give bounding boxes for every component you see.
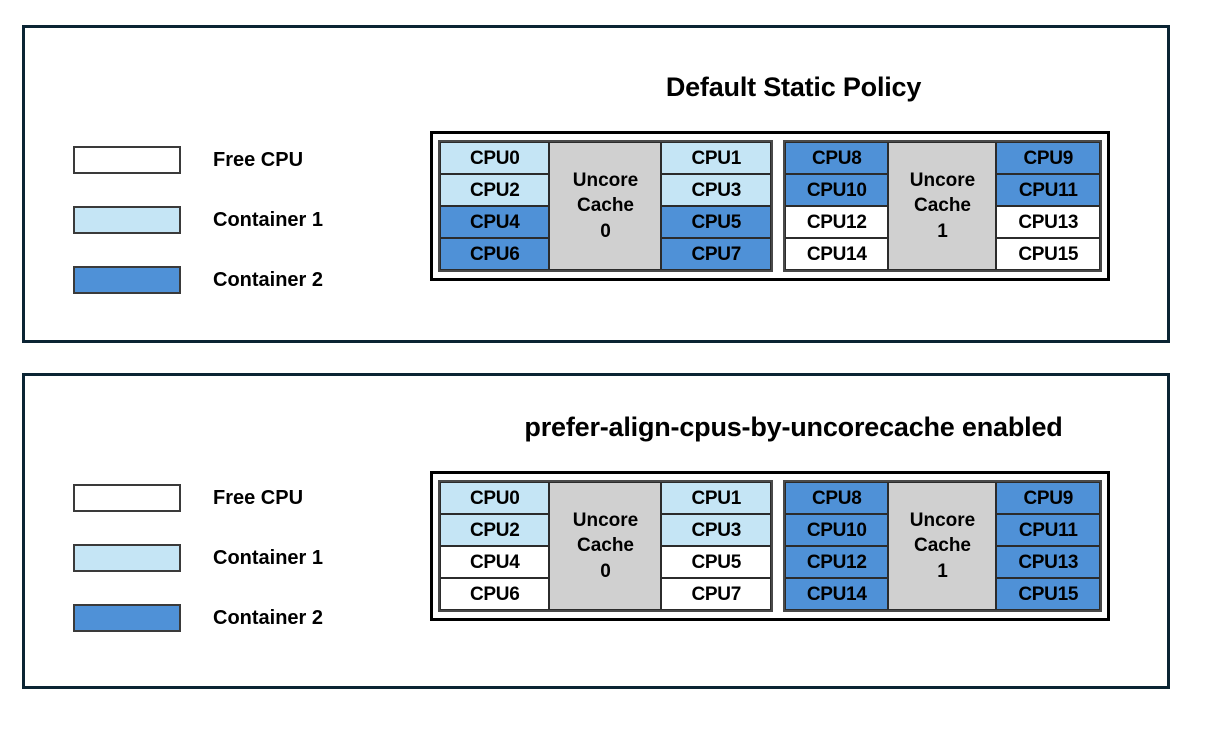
- cpu-column-right: CPU9 CPU11 CPU13 CPU15: [996, 482, 1100, 610]
- cpu-column-right: CPU9 CPU11 CPU13 CPU15: [996, 142, 1100, 270]
- legend-item-container-2: Container 2: [73, 588, 323, 648]
- uncore-cache-label-line2: Cache: [913, 195, 971, 217]
- cpu-cell: CPU7: [661, 578, 771, 610]
- cpu-cell: CPU3: [661, 514, 771, 546]
- legend-label-container-2: Container 2: [213, 606, 324, 629]
- cpu-cell: CPU8: [784, 142, 889, 174]
- legend-item-free-cpu: Free CPU: [73, 468, 323, 528]
- cpu-cell: CPU1: [661, 482, 771, 514]
- uncore-cache-index: 0: [600, 560, 611, 582]
- legend-label-free-cpu: Free CPU: [213, 486, 304, 509]
- cpu-cell: CPU6: [440, 578, 550, 610]
- legend-label-container-1: Container 1: [213, 208, 324, 231]
- legend-swatch-container-1: [73, 206, 181, 234]
- uncore-cache-label-line1: Uncore: [909, 510, 976, 532]
- cpu-column-left: CPU0 CPU2 CPU4 CPU6: [440, 142, 550, 270]
- legend-swatch-container-2: [73, 266, 181, 294]
- uncore-cache-label-line1: Uncore: [572, 170, 639, 192]
- cpu-cell: CPU2: [440, 514, 550, 546]
- cpu-column-left: CPU0 CPU2 CPU4 CPU6: [440, 482, 550, 610]
- cpu-cell: CPU8: [784, 482, 889, 514]
- legend-label-container-1: Container 1: [213, 546, 324, 569]
- cpu-cell: CPU15: [996, 238, 1100, 270]
- legend-item-container-2: Container 2: [73, 250, 323, 310]
- legend-label-free-cpu: Free CPU: [213, 148, 304, 171]
- legend-bottom: Free CPU Container 1 Container 2: [73, 468, 323, 648]
- panel-default-static-policy: Default Static Policy Free CPU Container…: [22, 25, 1170, 343]
- legend-label-container-2: Container 2: [213, 268, 324, 291]
- legend-item-container-1: Container 1: [73, 528, 323, 588]
- legend-swatch-free-cpu: [73, 146, 181, 174]
- legend-swatch-free-cpu: [73, 484, 181, 512]
- cpu-cell: CPU14: [784, 578, 889, 610]
- cpu-cell: CPU12: [784, 546, 889, 578]
- uncore-cluster-1: CPU8 CPU10 CPU12 CPU14 Uncore Cache 1 CP…: [782, 480, 1102, 612]
- cpu-cell: CPU11: [996, 514, 1100, 546]
- cpu-cell: CPU0: [440, 482, 550, 514]
- cpu-cell: CPU10: [784, 514, 889, 546]
- cluster-divider: [773, 140, 783, 272]
- legend-item-container-1: Container 1: [73, 190, 323, 250]
- cpu-cell: CPU10: [784, 174, 889, 206]
- page-title: prefer-align-cpus-by-uncorecache enabled: [524, 412, 1063, 442]
- cpu-cell: CPU3: [661, 174, 771, 206]
- uncore-cache-block-0: Uncore Cache 0: [549, 482, 662, 610]
- legend-swatch-container-2: [73, 604, 181, 632]
- cpu-cell: CPU6: [440, 238, 550, 270]
- panel-prefer-align-cpus-by-uncorecache: prefer-align-cpus-by-uncorecache enabled…: [22, 373, 1170, 689]
- legend-top: Free CPU Container 1 Container 2: [73, 130, 323, 310]
- cpu-column-right: CPU1 CPU3 CPU5 CPU7: [661, 142, 771, 270]
- cpu-column-left: CPU8 CPU10 CPU12 CPU14: [784, 482, 889, 610]
- cpu-cell: CPU12: [784, 206, 889, 238]
- uncore-cache-block-0: Uncore Cache 0: [549, 142, 662, 270]
- uncore-cache-index: 1: [937, 220, 948, 242]
- uncore-cache-block-1: Uncore Cache 1: [888, 142, 997, 270]
- cpu-cell: CPU4: [440, 546, 550, 578]
- cpu-cell: CPU13: [996, 206, 1100, 238]
- cpu-topology-diagram-bottom: CPU0 CPU2 CPU4 CPU6 Uncore Cache 0 CPU1 …: [430, 471, 1110, 621]
- cpu-cell: CPU5: [661, 206, 771, 238]
- legend-swatch-container-1: [73, 544, 181, 572]
- cpu-cell: CPU4: [440, 206, 550, 238]
- cpu-cell: CPU5: [661, 546, 771, 578]
- uncore-cache-index: 0: [600, 220, 611, 242]
- cpu-cell: CPU14: [784, 238, 889, 270]
- uncore-cache-label-line2: Cache: [913, 535, 971, 557]
- cpu-cell: CPU13: [996, 546, 1100, 578]
- cpu-column-left: CPU8 CPU10 CPU12 CPU14: [784, 142, 889, 270]
- cpu-cell: CPU11: [996, 174, 1100, 206]
- uncore-cluster-0: CPU0 CPU2 CPU4 CPU6 Uncore Cache 0 CPU1 …: [438, 140, 773, 272]
- cpu-cell: CPU0: [440, 142, 550, 174]
- cpu-cell: CPU7: [661, 238, 771, 270]
- uncore-cluster-0: CPU0 CPU2 CPU4 CPU6 Uncore Cache 0 CPU1 …: [438, 480, 773, 612]
- page-title: Default Static Policy: [665, 72, 922, 102]
- legend-item-free-cpu: Free CPU: [73, 130, 323, 190]
- uncore-cache-label-line1: Uncore: [909, 170, 976, 192]
- cpu-cell: CPU2: [440, 174, 550, 206]
- uncore-cache-block-1: Uncore Cache 1: [888, 482, 997, 610]
- cpu-column-right: CPU1 CPU3 CPU5 CPU7: [661, 482, 771, 610]
- cpu-cell: CPU15: [996, 578, 1100, 610]
- uncore-cache-label-line2: Cache: [576, 535, 634, 557]
- cpu-topology-diagram-top: CPU0 CPU2 CPU4 CPU6 Uncore Cache 0 CPU1 …: [430, 131, 1110, 281]
- cpu-cell: CPU9: [996, 482, 1100, 514]
- uncore-cache-index: 1: [937, 560, 948, 582]
- uncore-cluster-1: CPU8 CPU10 CPU12 CPU14 Uncore Cache 1 CP…: [782, 140, 1102, 272]
- cluster-divider: [773, 480, 783, 612]
- cpu-cell: CPU1: [661, 142, 771, 174]
- uncore-cache-label-line2: Cache: [576, 195, 634, 217]
- uncore-cache-label-line1: Uncore: [572, 510, 639, 532]
- cpu-cell: CPU9: [996, 142, 1100, 174]
